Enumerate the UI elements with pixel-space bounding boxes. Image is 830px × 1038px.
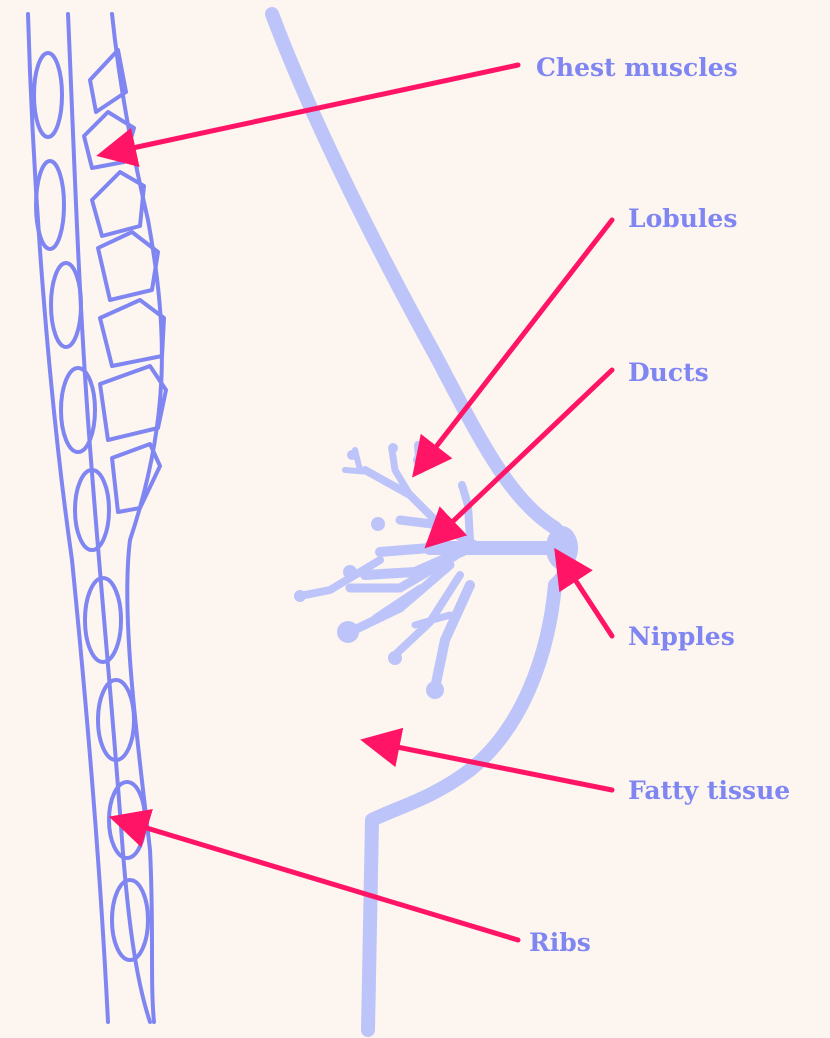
label-chest-muscles: Chest muscles: [536, 55, 738, 80]
label-ducts: Ducts: [628, 360, 709, 385]
label-ribs: Ribs: [529, 930, 591, 955]
label-fatty-tissue: Fatty tissue: [628, 778, 790, 803]
arrow-fatty-tissue: [392, 746, 612, 790]
inner-wall-line-2: [112, 14, 162, 1022]
arrow-lobules: [432, 220, 612, 452]
label-nipples: Nipples: [628, 624, 735, 649]
rib-cells: [34, 53, 148, 960]
arrow-ribs: [140, 826, 518, 940]
label-lobules: Lobules: [628, 206, 737, 231]
chest-wall: [28, 14, 166, 1022]
annotation-arrows: [128, 65, 612, 940]
arrow-nipples: [572, 575, 612, 636]
